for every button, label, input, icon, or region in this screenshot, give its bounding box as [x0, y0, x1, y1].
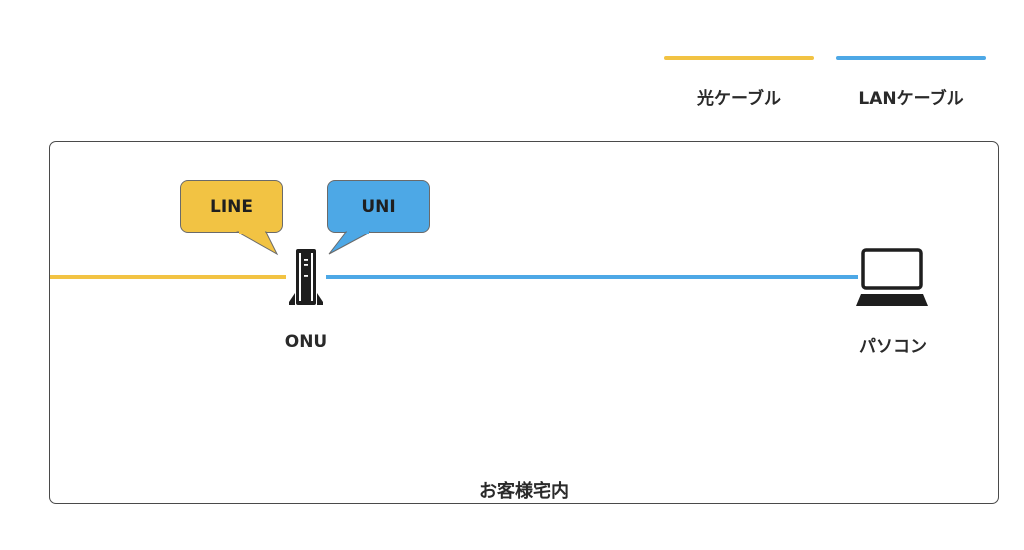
- customer-premises-box: [49, 141, 999, 504]
- line-bubble-tail: [236, 231, 279, 256]
- fiber-cable: [50, 275, 286, 279]
- line-port-bubble: LINE: [180, 180, 283, 233]
- uni-port-label: UNI: [361, 196, 396, 217]
- customer-premises-label: お客様宅内: [479, 481, 569, 502]
- legend-fiber-line: [664, 56, 814, 60]
- line-port-label: LINE: [210, 196, 253, 217]
- pc-label: パソコン: [859, 337, 927, 357]
- uni-bubble-tail: [328, 231, 371, 255]
- onu-device-icon: [289, 249, 323, 305]
- legend-lan-line: [836, 56, 986, 60]
- onu-label: ONU: [284, 332, 328, 352]
- laptop-icon: [856, 248, 928, 306]
- legend-fiber-label: 光ケーブル: [697, 89, 781, 109]
- legend-lan-label: LANケーブル: [858, 89, 964, 109]
- uni-port-bubble: UNI: [327, 180, 430, 233]
- lan-cable: [326, 275, 858, 279]
